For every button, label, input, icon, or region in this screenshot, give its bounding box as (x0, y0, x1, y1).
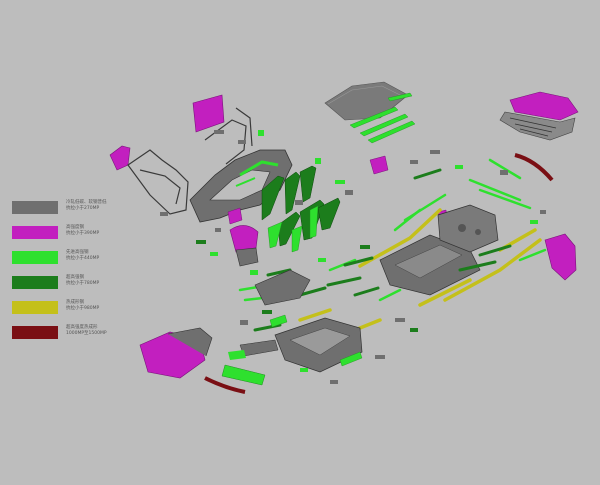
legend-swatch (12, 301, 58, 314)
hood-panel (139, 327, 213, 379)
side-frame-left (127, 107, 253, 215)
legend-sublabel: 抗拉小于440MP (66, 256, 100, 261)
dash-panel (254, 269, 311, 306)
roof-bows (349, 92, 416, 144)
left-wheelhouse (229, 225, 259, 267)
legend-label: 高强度钢 (66, 225, 84, 230)
body-side-frame (189, 149, 293, 223)
legend-label: 冷轧低碳、软钢普低 (66, 200, 107, 205)
b-pillar-advanced (267, 205, 319, 253)
legend-item-hot-formed-ultra: 超高强度热成形 1000MP至1500MP (12, 325, 132, 343)
legend-swatch (12, 326, 58, 339)
legend-sublabel: 抗拉小于780MP (66, 281, 100, 286)
legend-sublabel: 抗拉小于980MP (66, 306, 100, 311)
legend-item-hot-formed: 热成形钢 抗拉小于980MP (12, 300, 132, 318)
legend-label: 先进高强钢 (66, 250, 89, 255)
legend-label: 热成形钢 (66, 300, 84, 305)
advanced-steel-members (238, 158, 547, 302)
roof-panel (324, 81, 409, 121)
legend-label: 超高强钢 (66, 275, 84, 280)
legend-item-high-strength: 高强度钢 抗拉小于390MP (12, 225, 132, 243)
front-bumper-parts (204, 339, 279, 394)
rear-trunk-floor (274, 317, 363, 373)
legend-swatch (12, 251, 58, 264)
legend-item-advanced-high-strength: 先进高强钢 抗拉小于440MP (12, 250, 132, 268)
legend-swatch (12, 226, 58, 239)
legend-sublabel: 抗拉小于270MP (66, 206, 100, 211)
right-fender (544, 233, 577, 281)
rear-floor-reinforcements (269, 314, 363, 367)
legend-item-mild-steel: 冷轧低碳、软钢普低 抗拉小于270MP (12, 200, 132, 218)
small-parts-scatter (160, 130, 546, 384)
front-floor-pan (379, 234, 481, 296)
legend-item-ultra-high-strength: 超高强钢 抗拉小于780MP (12, 275, 132, 293)
material-legend: 冷轧低碳、软钢普低 抗拉小于270MP 高强度钢 抗拉小于390MP 先进高强钢… (12, 200, 132, 350)
legend-sublabel: 1000MP至1500MP (66, 331, 107, 336)
legend-label: 超高强度热成形 (66, 325, 98, 330)
legend-swatch (12, 276, 58, 289)
rear-bumper-beam (514, 153, 554, 182)
left-door-panel (192, 94, 225, 133)
legend-swatch (12, 201, 58, 214)
left-pillar-small (109, 145, 131, 171)
legend-sublabel: 抗拉小于390MP (66, 231, 100, 236)
tailgate-panel (499, 91, 579, 141)
rear-floor-pan (437, 204, 499, 253)
